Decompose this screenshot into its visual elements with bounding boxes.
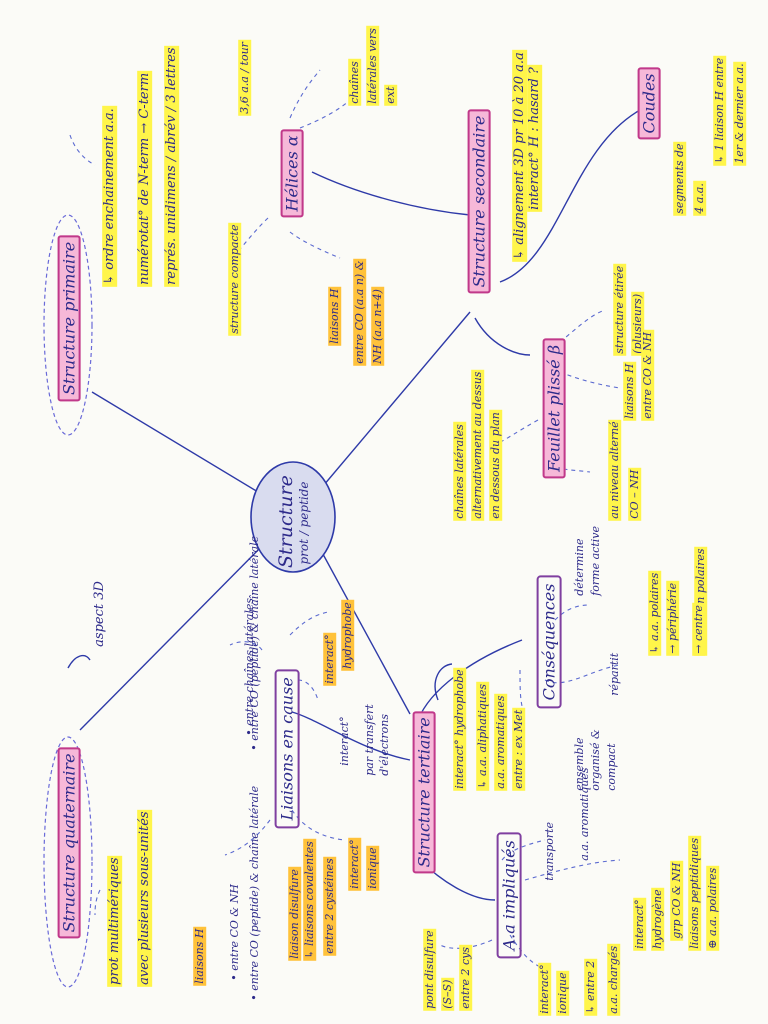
aa-hydrog-5: ⊕ a.a. polaires bbox=[706, 865, 720, 951]
aa-pont-2: (S–S) bbox=[441, 977, 455, 1011]
line-to-feuillet bbox=[474, 317, 531, 356]
liaisons-title: Liaisons en cause bbox=[274, 669, 300, 829]
liaisons-ionique-2: ionique bbox=[366, 845, 380, 891]
center-ellipse bbox=[250, 461, 336, 573]
aa-hydro-4: entre : ex Met bbox=[512, 707, 526, 791]
line-to-liaisons bbox=[291, 711, 411, 761]
liaisons-lh-1: liaisons H bbox=[193, 926, 207, 986]
line-to-aa-hydro bbox=[434, 663, 453, 701]
liaisons-lh-2: • entre CO & NH bbox=[228, 884, 242, 981]
feuillet-liaisons-1: liaisons H bbox=[623, 361, 637, 421]
aa-transp-1: transporte bbox=[543, 821, 557, 881]
aa-transp-2: a.a. aromatiques bbox=[578, 767, 592, 861]
primaire-title: Structure primaire bbox=[57, 223, 81, 413]
consequences-centre: → centre bbox=[692, 603, 706, 656]
aa-hydrog-2: hydrogène bbox=[651, 887, 665, 951]
aa-ionique-1: interact° bbox=[538, 962, 552, 1016]
coudes-lie-2: 1er & dernier a.a. bbox=[733, 61, 747, 166]
consequences-title: Conséquences bbox=[536, 575, 562, 709]
aa-pont-1: pont disulfure bbox=[423, 928, 437, 1011]
primaire-line3: représ. unidimens / abrév / 3 lettres bbox=[164, 45, 180, 287]
liaisons-transfert-3: d'électrons bbox=[378, 713, 392, 776]
feuillet-liaisons-2: entre CO & NH bbox=[641, 330, 655, 421]
liaisons-disulf-3: entre 2 cystéines bbox=[323, 856, 337, 956]
feuillet-chaines-2: alternativement au dessus bbox=[471, 369, 485, 521]
feuillet-niveau-1: au niveau alterné bbox=[608, 419, 622, 521]
aa-ionique-2: ionique bbox=[556, 970, 570, 1016]
helices-chains-1: chaînes bbox=[348, 59, 362, 106]
center-subtitle: prot / peptide bbox=[297, 481, 311, 565]
line-to-quaternaire bbox=[79, 539, 269, 731]
line-to-tertiaire bbox=[317, 544, 411, 715]
helices-per-turn: 3,6 a.a / tour bbox=[238, 40, 252, 116]
center-title-text: Structure bbox=[275, 475, 297, 568]
liaisons-hydro-2: hydrophobe bbox=[341, 600, 355, 671]
helices-liaisons-1: liaisons H bbox=[328, 286, 342, 346]
helices-chains-3: ext bbox=[384, 84, 398, 106]
aa-ionique-4: a.a. chargés bbox=[607, 943, 621, 1016]
consequences-forme-2: forme active bbox=[589, 525, 603, 596]
helices-title: Hélices α bbox=[280, 128, 304, 218]
primaire-line2: numérotat° de N-term → C-term bbox=[137, 70, 153, 287]
aa-hydrog-4: liaisons peptidiques bbox=[688, 835, 702, 951]
secondaire-line1: ↳ alignement 3D pr 10 à 20 a.a bbox=[512, 50, 528, 262]
liaisons-entre-2: • entre CO (peptide) & chaîne latérale bbox=[248, 535, 262, 751]
helices-liaisons-3: NH (a.a n+4) bbox=[371, 287, 385, 366]
quaternaire-title: Structure quaternaire bbox=[57, 747, 81, 939]
coudes-title: Coudes bbox=[637, 63, 661, 143]
aa-hydrog-3: grp CO & NH bbox=[670, 860, 684, 941]
aa-hydro-1: interact° hydrophobe bbox=[453, 667, 467, 791]
liaisons-transfert-2: par transfert bbox=[363, 704, 377, 776]
consequences-ensemble-3: compact bbox=[605, 743, 619, 791]
line-to-aspect bbox=[67, 654, 91, 669]
consequences-polaires: ↳ a.a. polaires bbox=[648, 570, 662, 656]
line-to-coudes bbox=[499, 109, 641, 283]
consequences-forme-1: détermine bbox=[573, 538, 587, 596]
helices-chains-2: latérales vers bbox=[366, 26, 380, 106]
aa-hydrog-1: interact° bbox=[633, 897, 647, 951]
line-to-primaire bbox=[91, 391, 269, 499]
coudes-seg-1: segments de bbox=[673, 141, 687, 216]
quat-text-line2: avec plusieurs sous-unités bbox=[137, 809, 153, 987]
line-to-helices bbox=[311, 171, 471, 216]
feuillet-title: Feuillet plissé β bbox=[542, 338, 566, 478]
consequences-periph: → périphérie bbox=[666, 580, 680, 656]
liaisons-ionique-1: interact° bbox=[348, 837, 362, 891]
liaisons-transfert-1: interact° bbox=[338, 716, 352, 766]
line-to-secondaire bbox=[317, 311, 471, 493]
liaisons-lh-3: • entre CO (peptide) & chaîne latérale bbox=[248, 785, 262, 1001]
consequences-repartit: répartit bbox=[608, 652, 622, 696]
aa-hydro-3: a.a. aromatiques bbox=[494, 693, 508, 791]
helices-liaisons-2: entre CO (a.a n) & bbox=[353, 258, 367, 366]
center-title: Structure prot / peptide bbox=[275, 475, 311, 568]
liaisons-hydro-1: interact° bbox=[323, 632, 337, 686]
secondaire-title: Structure secondaire bbox=[467, 109, 491, 294]
aa-hydro-2: ↳ a.a. aliphatiques bbox=[476, 681, 490, 791]
primaire-line1: ↳ ordre enchainement a.a. bbox=[102, 106, 118, 287]
helices-compacte: structure compacte bbox=[228, 222, 242, 336]
aa-ionique-3: ↳ entre 2 bbox=[584, 958, 598, 1016]
feuillet-chaines-3: en dessous du plan bbox=[489, 410, 503, 521]
secondaire-line2: interact° H : hasard ? bbox=[527, 65, 543, 212]
feuillet-niveau-2: CO – NH bbox=[628, 467, 642, 521]
quat-text-line1: prot multimériques bbox=[107, 855, 123, 987]
quaternaire-aspect: aspect 3D bbox=[92, 581, 108, 647]
coudes-seg-2: 4 a.a. bbox=[693, 181, 707, 216]
aa-pont-3: entre 2 cys bbox=[459, 944, 473, 1011]
coudes-lie-1: ↳ 1 liaison H entre bbox=[713, 55, 727, 166]
feuillet-chaines-1: chaînes latérales bbox=[453, 422, 467, 521]
consequences-ensemble-2: organisé & bbox=[589, 729, 603, 791]
tertiaire-title: Structure tertiaire bbox=[412, 711, 436, 874]
liaisons-disulf-1: liaison disulfure bbox=[288, 867, 302, 961]
aa-title: A.a impliqués bbox=[496, 832, 522, 959]
liaisons-disulf-2: ↳ liaisons covalentes bbox=[303, 839, 317, 961]
